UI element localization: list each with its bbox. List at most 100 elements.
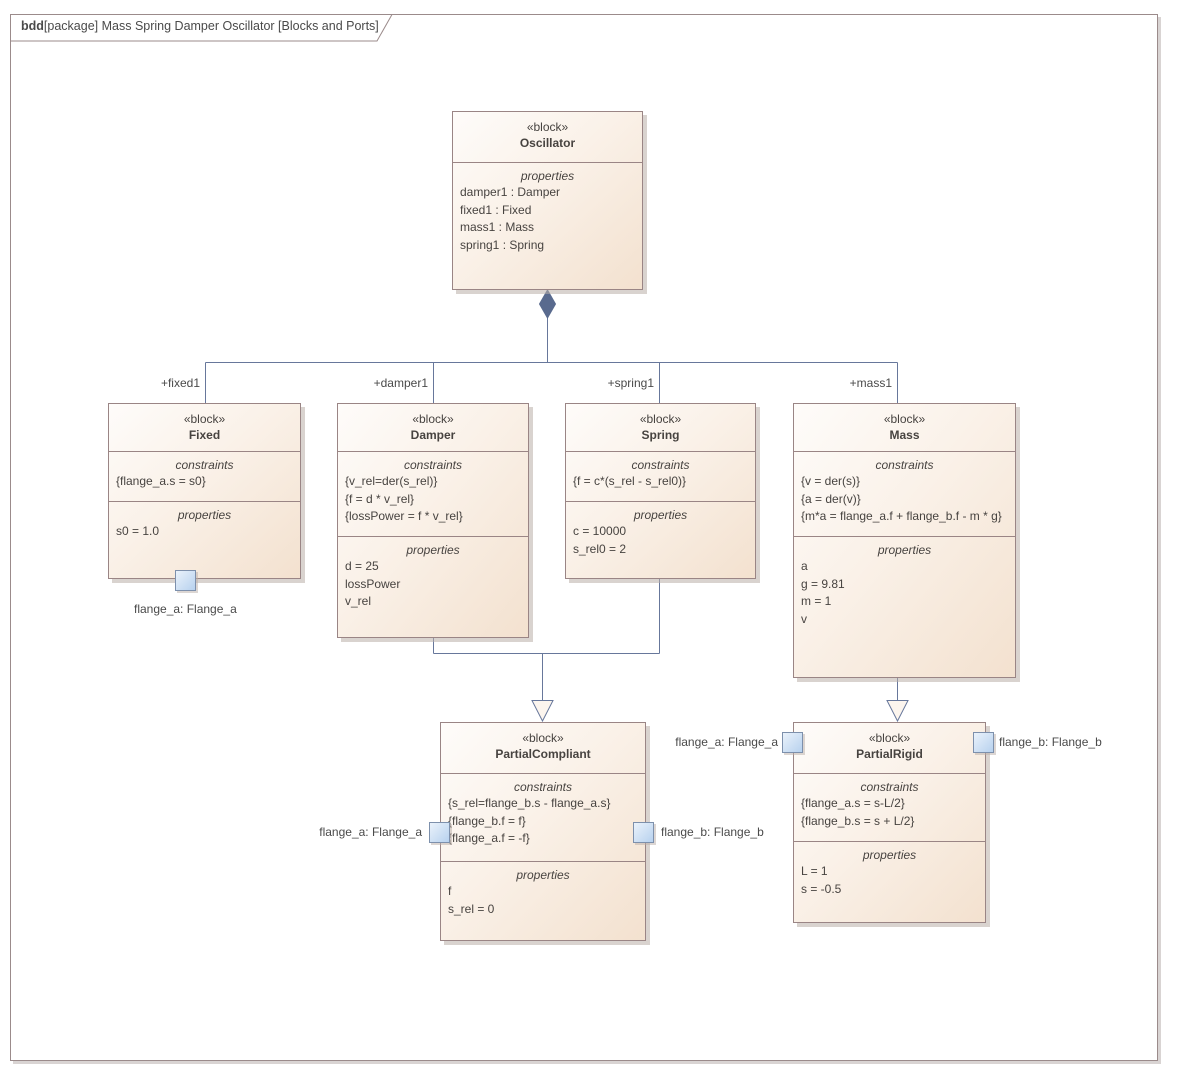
port-label-partialrigid-flange-b: flange_b: Flange_b: [999, 735, 1102, 749]
property-line: damper1 : Damper: [460, 185, 561, 199]
property-line: f: [448, 884, 452, 898]
constraint-line: {f = d * v_rel}: [345, 491, 415, 506]
property-line: c = 10000: [573, 524, 627, 538]
block-name: Oscillator: [519, 136, 576, 150]
compartment-label: constraints: [631, 458, 690, 472]
port-label-fixed-flange-a: flange_a: Flange_a: [134, 602, 237, 616]
constraint-line: {m*a = flange_a.f + flange_b.f - m * g}: [801, 509, 1002, 523]
constraint-line: {v_rel=der(s_rel)}: [345, 474, 438, 488]
block-mass[interactable]: «block» Mass constraints {v = der(s)} {a…: [793, 403, 1016, 678]
property-line: mass1 : Mass: [460, 220, 535, 234]
property-line: s = -0.5: [801, 881, 842, 896]
constraint-line: {flange_b.s = s + L/2}: [801, 813, 915, 828]
property-line: s_rel = 0: [448, 901, 495, 916]
port-fixed-flange-a[interactable]: [175, 570, 196, 591]
compartment-label: properties: [877, 543, 932, 557]
property-line: m = 1: [801, 594, 832, 608]
role-label-damper1: +damper1: [373, 376, 428, 390]
compartment-label: properties: [862, 848, 917, 862]
properties-compartment: properties s0 = 1.0: [109, 501, 300, 578]
properties-compartment: properties L = 1 s = -0.5: [794, 841, 985, 922]
property-line: s_rel0 = 2: [573, 541, 627, 556]
block-partialcompliant[interactable]: «block» PartialCompliant constraints {s_…: [440, 722, 646, 941]
constraints-compartment: constraints {s_rel=flange_b.s - flange_a…: [441, 773, 645, 861]
block-name: PartialCompliant: [495, 747, 591, 761]
property-line: fixed1 : Fixed: [460, 202, 532, 217]
block-name: Fixed: [188, 428, 221, 442]
frame-tab-shape: [10, 14, 393, 42]
compartment-label: constraints: [875, 458, 934, 472]
properties-compartment: properties d = 25 lossPower v_rel: [338, 536, 528, 637]
block-oscillator[interactable]: «block» Oscillator properties damper1 : …: [452, 111, 643, 290]
port-partialrigid-flange-a[interactable]: [782, 732, 803, 753]
compartment-label: properties: [406, 543, 460, 557]
constraints-compartment: constraints {flange_a.s = s-L/2} {flange…: [794, 773, 985, 841]
constraint-line: {flange_a.s = s0}: [116, 474, 206, 488]
property-line: v_rel: [345, 594, 372, 608]
constraint-line: {s_rel=flange_b.s - flange_a.s}: [448, 796, 611, 810]
block-stereotype: «block»: [868, 731, 911, 745]
block-stereotype: «block»: [526, 120, 569, 134]
constraint-line: {a = der(v)}: [801, 491, 861, 506]
compartment-label: constraints: [175, 458, 234, 472]
block-damper[interactable]: «block» Damper constraints {v_rel=der(s_…: [337, 403, 529, 638]
block-header: «block» Spring: [566, 404, 755, 451]
compartment-label: properties: [520, 169, 575, 183]
port-label-partialrigid-flange-a: flange_a: Flange_a: [675, 735, 778, 749]
port-label-partialcompliant-flange-b: flange_b: Flange_b: [661, 825, 764, 839]
property-line: lossPower: [345, 576, 401, 591]
property-line: spring1 : Spring: [460, 237, 545, 252]
block-name: Damper: [410, 428, 456, 442]
block-header: «block» PartialCompliant: [441, 723, 645, 773]
port-label-partialcompliant-flange-a: flange_a: Flange_a: [319, 825, 422, 839]
block-header: «block» Mass: [794, 404, 1015, 451]
block-spring[interactable]: «block» Spring constraints {f = c*(s_rel…: [565, 403, 756, 579]
block-header: «block» Damper: [338, 404, 528, 451]
block-name: Mass: [889, 428, 920, 442]
block-stereotype: «block»: [412, 412, 454, 426]
property-line: a: [801, 559, 808, 573]
property-line: s0 = 1.0: [116, 524, 160, 538]
constraint-line: {f = c*(s_rel - s_rel0)}: [573, 474, 687, 488]
port-partialcompliant-flange-b[interactable]: [633, 822, 654, 843]
compartment-label: properties: [516, 868, 570, 882]
constraint-line: {lossPower = f * v_rel}: [345, 509, 463, 523]
compartment-label: properties: [633, 508, 688, 522]
property-line: L = 1: [801, 864, 828, 878]
constraint-line: {flange_a.f = -f}: [448, 831, 530, 845]
properties-compartment: properties damper1 : Damper fixed1 : Fix…: [453, 162, 642, 289]
role-label-spring1: +spring1: [607, 376, 654, 390]
block-stereotype: «block»: [883, 412, 926, 426]
block-stereotype: «block»: [522, 731, 564, 745]
block-stereotype: «block»: [639, 412, 682, 426]
diagram-title: bdd[package] Mass Spring Damper Oscillat…: [21, 19, 379, 33]
constraint-line: {flange_b.f = f}: [448, 813, 526, 828]
constraints-compartment: constraints {v_rel=der(s_rel)} {f = d * …: [338, 451, 528, 536]
constraint-line: {v = der(s)}: [801, 474, 861, 488]
constraints-compartment: constraints {f = c*(s_rel - s_rel0)}: [566, 451, 755, 501]
diagram-title-text: [package] Mass Spring Damper Oscillator …: [43, 19, 379, 33]
block-stereotype: «block»: [183, 412, 226, 426]
port-partialcompliant-flange-a[interactable]: [429, 822, 450, 843]
block-fixed[interactable]: «block» Fixed constraints {flange_a.s = …: [108, 403, 301, 579]
properties-compartment: properties f s_rel = 0: [441, 861, 645, 940]
properties-compartment: properties c = 10000 s_rel0 = 2: [566, 501, 755, 578]
property-line: v: [801, 611, 807, 626]
port-partialrigid-flange-b[interactable]: [973, 732, 994, 753]
property-line: d = 25: [345, 559, 379, 573]
block-name: Spring: [641, 428, 680, 442]
block-header: «block» Fixed: [109, 404, 300, 451]
compartment-label: constraints: [513, 780, 573, 794]
constraints-compartment: constraints {v = der(s)} {a = der(v)} {m…: [794, 451, 1015, 536]
frame-tab-polygon: [10, 14, 393, 42]
compartment-label: properties: [177, 508, 232, 522]
property-line: g = 9.81: [801, 576, 845, 591]
compartment-label: constraints: [860, 780, 919, 794]
block-partialrigid[interactable]: «block» PartialRigid constraints {flange…: [793, 722, 986, 923]
diagram-kind-keyword: bdd: [21, 19, 44, 33]
role-label-mass1: +mass1: [849, 376, 892, 390]
block-header: «block» Oscillator: [453, 112, 642, 162]
block-header: «block» PartialRigid: [794, 723, 985, 773]
constraint-line: {flange_a.s = s-L/2}: [801, 796, 905, 810]
